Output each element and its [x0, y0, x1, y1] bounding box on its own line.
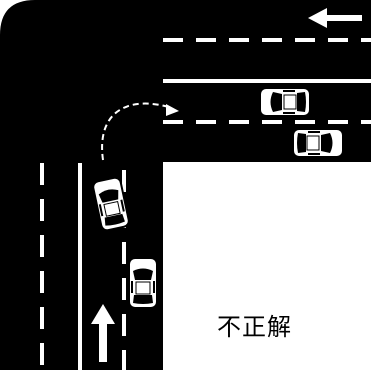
car-oncoming-upper [259, 87, 311, 117]
turn-path-arrowhead [166, 104, 179, 116]
verdict-label: 不正解 [217, 313, 292, 341]
traffic-direction-up-arrow [91, 304, 115, 362]
turn-path-dashed [101, 102, 173, 161]
car-behind [128, 257, 158, 309]
traffic-direction-left-arrow [308, 8, 362, 28]
car-oncoming-lower [292, 128, 344, 158]
